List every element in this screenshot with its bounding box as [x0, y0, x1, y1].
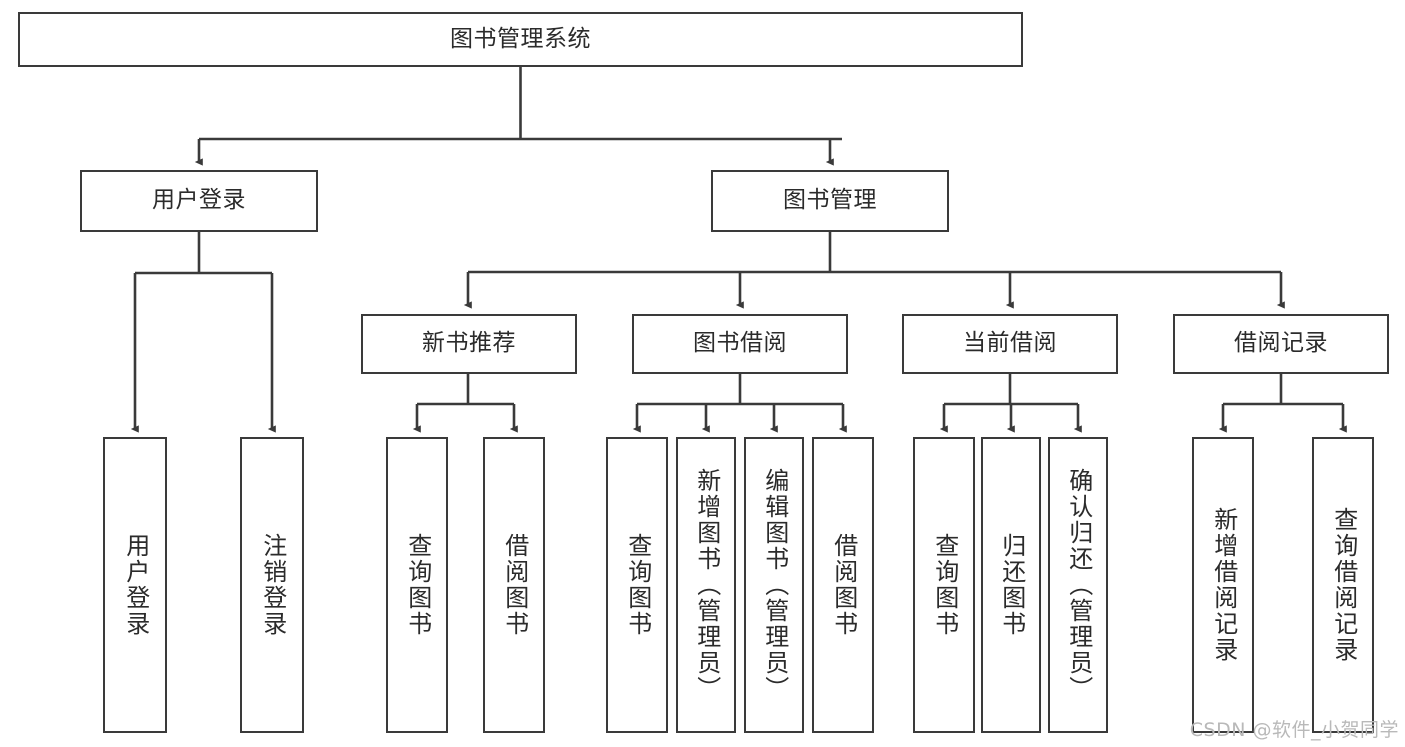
node-leaf-logout[interactable]: 注销登录	[240, 437, 304, 733]
node-root-system[interactable]: 图书管理系统	[18, 12, 1023, 67]
node-label: 新增借阅记录	[1209, 507, 1238, 663]
node-label: 用户登录	[152, 187, 246, 214]
node-label: 图书借阅	[693, 330, 787, 357]
node-label: 借阅图书	[829, 533, 858, 637]
node-leaf-query-record[interactable]: 查询借阅记录	[1312, 437, 1374, 733]
node-borrow-record[interactable]: 借阅记录	[1173, 314, 1389, 374]
node-label: 查询借阅记录	[1329, 507, 1358, 663]
node-book-manage[interactable]: 图书管理	[711, 170, 949, 232]
node-label: 编辑图书（管理员）	[760, 468, 789, 702]
node-leaf-confirm-return[interactable]: 确认归还（管理员）	[1048, 437, 1108, 733]
node-leaf-borrow-book-2[interactable]: 借阅图书	[812, 437, 874, 733]
node-label: 图书管理	[783, 187, 877, 214]
node-label: 借阅记录	[1234, 330, 1328, 357]
node-label: 借阅图书	[500, 533, 529, 637]
node-label: 用户登录	[121, 533, 150, 637]
node-leaf-edit-book[interactable]: 编辑图书（管理员）	[744, 437, 804, 733]
node-label: 注销登录	[258, 533, 287, 637]
node-leaf-add-book[interactable]: 新增图书（管理员）	[676, 437, 736, 733]
node-leaf-query-book-1[interactable]: 查询图书	[386, 437, 448, 733]
node-leaf-return-book[interactable]: 归还图书	[981, 437, 1041, 733]
node-leaf-query-book-3[interactable]: 查询图书	[913, 437, 975, 733]
node-user-login[interactable]: 用户登录	[80, 170, 318, 232]
node-label: 查询图书	[623, 533, 652, 637]
node-label: 归还图书	[997, 533, 1026, 637]
node-leaf-add-record[interactable]: 新增借阅记录	[1192, 437, 1254, 733]
node-current-borrow[interactable]: 当前借阅	[902, 314, 1118, 374]
node-leaf-user-login[interactable]: 用户登录	[103, 437, 167, 733]
node-label: 新增图书（管理员）	[692, 468, 721, 702]
node-label: 确认归还（管理员）	[1064, 468, 1093, 702]
node-new-book-recommend[interactable]: 新书推荐	[361, 314, 577, 374]
node-label: 当前借阅	[963, 330, 1057, 357]
node-leaf-query-book-2[interactable]: 查询图书	[606, 437, 668, 733]
node-leaf-borrow-book-1[interactable]: 借阅图书	[483, 437, 545, 733]
node-label: 新书推荐	[422, 330, 516, 357]
node-label: 查询图书	[403, 533, 432, 637]
node-label: 图书管理系统	[450, 25, 591, 52]
node-book-borrow[interactable]: 图书借阅	[632, 314, 848, 374]
node-label: 查询图书	[930, 533, 959, 637]
